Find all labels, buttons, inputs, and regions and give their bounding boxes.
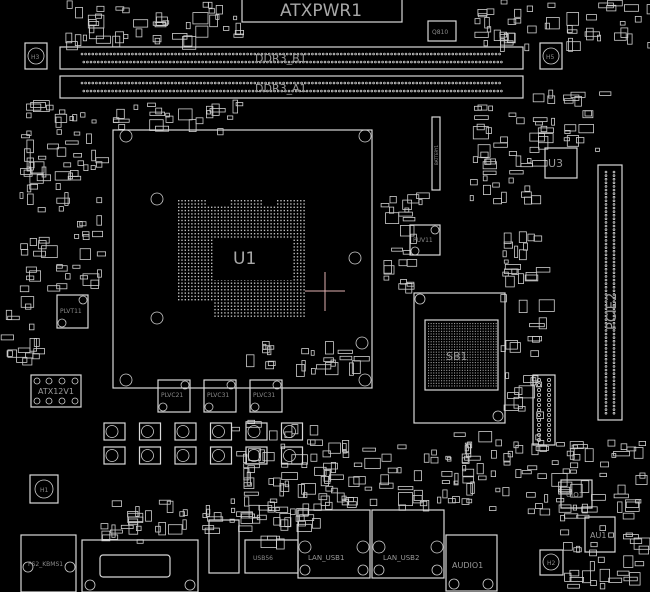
battery-label: BATTERY1 — [434, 145, 439, 165]
capacitor — [209, 422, 233, 441]
mount-hole-h1[interactable]: H1 — [29, 474, 59, 504]
choke-plvc-1[interactable]: PLVC21 — [157, 379, 191, 413]
hole-label: H2 — [547, 560, 556, 567]
choke-label: PLVC31 — [207, 392, 229, 399]
lan-usb-2-connector[interactable]: LAN_USB2 — [371, 509, 445, 579]
atx12v-label: ATX12V1 — [38, 387, 74, 396]
hole-label: H5 — [546, 54, 555, 61]
lan-usb-1-connector[interactable]: LAN_USB1 — [297, 509, 371, 579]
pcie-slot[interactable]: PCIE2 — [597, 164, 623, 421]
au1-label: AU1 — [590, 531, 606, 540]
capacitor — [103, 422, 126, 441]
mount-hole-h5[interactable]: H5 — [539, 42, 563, 70]
audio-connector[interactable]: AUDIO1 — [445, 534, 498, 592]
mount-hole-h3[interactable]: H3 — [24, 42, 48, 70]
choke-label: PLVC31 — [253, 392, 275, 399]
mount-hole-h2[interactable]: H2 — [539, 549, 564, 576]
dimm-b-label: DDR3_B1 — [255, 52, 307, 65]
ps2-label: PS2_KBMS1 — [28, 561, 63, 568]
vrm-capacitor-rows — [103, 422, 304, 465]
lan-usb-2-label: LAN_USB2 — [383, 554, 419, 562]
vga-connector[interactable] — [81, 539, 199, 592]
chip-u3[interactable]: U3 — [544, 147, 578, 179]
capacitor — [103, 446, 126, 465]
capacitor — [280, 446, 304, 465]
usb-label: USB56 — [253, 555, 273, 562]
hole-label: H1 — [40, 487, 49, 494]
southbridge-label: SB1 — [446, 350, 468, 363]
header-right[interactable] — [532, 374, 556, 446]
audio-label: AUDIO1 — [452, 561, 483, 570]
capacitor — [138, 446, 162, 465]
pcie-slot-label: PCIE2 — [605, 293, 620, 330]
cpu-socket-u1[interactable]: U1 — [112, 129, 373, 389]
chip-au1[interactable]: AU1 — [584, 516, 616, 553]
dimm-a-label: DDR3_A1 — [255, 82, 307, 95]
chip-u3-label: U3 — [548, 157, 563, 170]
capacitor — [138, 422, 162, 441]
choke-plvc-2[interactable]: PLVC31 — [203, 379, 237, 413]
regulator-puv11[interactable]: PUV11 — [409, 224, 441, 256]
choke-label: PLVC21 — [161, 392, 183, 399]
atx-power-connector[interactable]: ATXPWR1 — [241, 0, 403, 23]
cursor-crosshair — [305, 272, 345, 311]
capacitor — [209, 446, 233, 465]
cpu-socket-label: U1 — [233, 249, 256, 269]
southbridge-chip[interactable]: SB1 — [413, 292, 506, 424]
atx12v-connector[interactable]: ATX12V1 — [30, 374, 82, 408]
capacitor — [245, 422, 268, 441]
capacitor — [174, 422, 197, 441]
dimm-slot-b[interactable]: DDR3_B1 — [59, 46, 524, 70]
capacitor — [174, 446, 197, 465]
ps2-connector[interactable]: PS2_KBMS1 — [20, 534, 77, 592]
dimm-slot-a[interactable]: DDR3_A1 — [59, 75, 524, 99]
lan-usb-1-label: LAN_USB1 — [308, 554, 344, 562]
capacitor — [245, 446, 268, 465]
mosfet-label: Q810 — [432, 29, 448, 36]
choke-plvc-3[interactable]: PLVC31 — [249, 379, 283, 413]
atx-power-label: ATXPWR1 — [280, 1, 362, 21]
hole-label: H3 — [31, 54, 40, 61]
battery-holder[interactable]: BATTERY1 — [431, 116, 441, 191]
uio-label: UIO1 — [566, 491, 583, 499]
regulator-plvt11[interactable]: PLVT11 — [56, 294, 89, 329]
mosfet-q810[interactable]: Q810 — [427, 20, 457, 42]
capacitor — [280, 422, 304, 441]
usb-connector[interactable]: USB56 — [208, 519, 299, 574]
chip-uio1[interactable]: UIO1 — [560, 479, 593, 509]
regulator-label: PUV11 — [413, 237, 433, 244]
regulator-label: PLVT11 — [60, 308, 82, 315]
